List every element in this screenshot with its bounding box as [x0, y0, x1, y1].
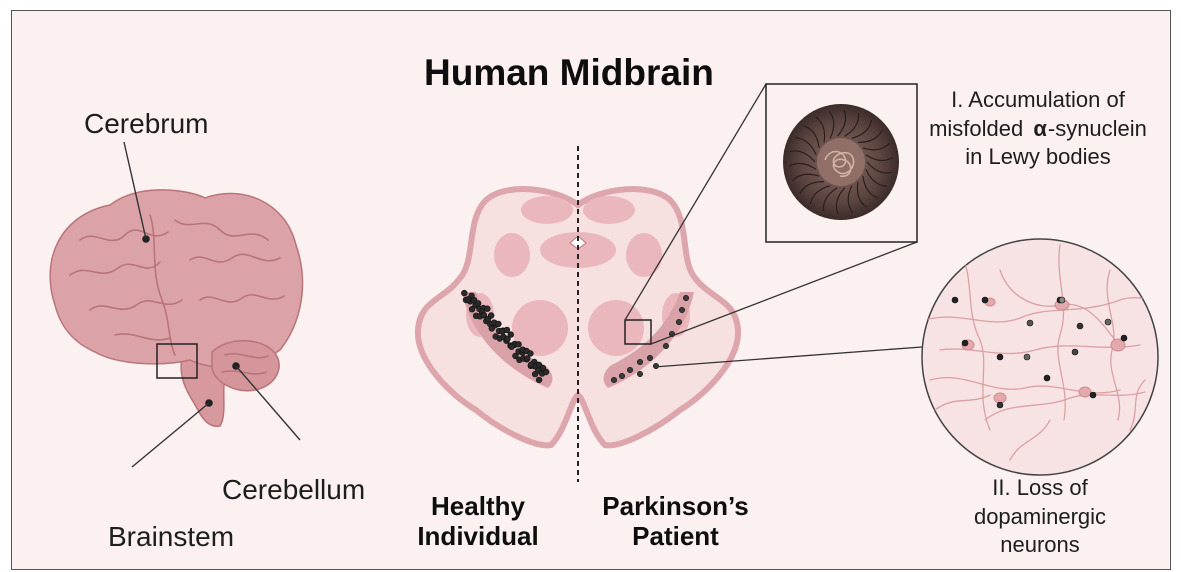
- alpha-synuclein-dot: [1059, 297, 1065, 303]
- alpha-synuclein-dot: [997, 402, 1003, 408]
- patient-label-line-1: Parkinson’s: [588, 492, 763, 522]
- healthy-neuron-dot: [536, 377, 542, 383]
- lewy-body-caption: I. Accumulation of misfolded α-synuclein…: [920, 86, 1156, 172]
- lewy-caption-line-1: I. Accumulation of: [920, 86, 1156, 115]
- midbrain-cross-section: [418, 146, 738, 482]
- alpha-synuclein-dot: [1121, 335, 1127, 341]
- alpha-synuclein-dot: [1090, 392, 1096, 398]
- alpha-synuclein-dot: [982, 297, 988, 303]
- diagram-title: Human Midbrain: [424, 52, 714, 95]
- neuron-loss-caption: II. Loss of dopaminergic neurons: [950, 474, 1130, 560]
- healthy-neuron-dot: [528, 362, 534, 368]
- alpha-synuclein-dot: [952, 297, 958, 303]
- alpha-synuclein-dot: [1077, 323, 1083, 329]
- patient-neuron-dot: [637, 371, 642, 376]
- healthy-label-line-2: Individual: [403, 522, 553, 552]
- alpha-synuclein-dot: [1027, 320, 1033, 326]
- cerebrum: [50, 190, 302, 367]
- alpha-synuclein-dot: [1044, 375, 1050, 381]
- neuron-caption-line-3: neurons: [950, 531, 1130, 560]
- brainstem-label: Brainstem: [108, 521, 234, 553]
- patient-label-line-2: Patient: [588, 522, 763, 552]
- patient-neuron-dot: [637, 359, 642, 364]
- healthy-neuron-dot: [485, 316, 491, 322]
- healthy-neuron-dot: [509, 344, 515, 350]
- patient-neuron-dot: [653, 363, 658, 368]
- alpha-synuclein-dot: [1072, 349, 1078, 355]
- neuron-caption-line-1: II. Loss of: [950, 474, 1130, 503]
- patient-neuron-dot: [647, 355, 652, 360]
- alpha-synuclein-dot: [997, 354, 1003, 360]
- healthy-individual-label: Healthy Individual: [403, 492, 553, 552]
- healthy-neuron-dot: [524, 356, 530, 362]
- neuron-caption-line-2: dopaminergic: [950, 503, 1130, 532]
- healthy-neuron-dot: [505, 336, 511, 342]
- healthy-neuron-dot: [504, 327, 510, 333]
- healthy-neuron-dot: [465, 296, 471, 302]
- cerebrum-label: Cerebrum: [84, 108, 208, 140]
- healthy-neuron-dot: [543, 369, 549, 375]
- patient-neuron-dot: [676, 319, 681, 324]
- patient-neuron-dot: [611, 377, 616, 382]
- healthy-neuron-dot: [461, 290, 467, 296]
- healthy-neuron-dot: [516, 341, 522, 347]
- neuron-inset-circle: [922, 239, 1158, 475]
- lewy-caption-synuclein: -synuclein: [1048, 116, 1147, 141]
- healthy-neuron-dot: [484, 306, 490, 312]
- patient-neuron-dot: [663, 343, 668, 348]
- healthy-neuron-dot: [469, 306, 475, 312]
- alpha-synuclein-dot: [1105, 319, 1111, 325]
- healthy-label-line-1: Healthy: [403, 492, 553, 522]
- patient-neuron-dot: [679, 307, 684, 312]
- patient-neuron-dot: [619, 373, 624, 378]
- alpha-symbol: α: [1029, 116, 1048, 141]
- lewy-caption-line-3: in Lewy bodies: [920, 143, 1156, 172]
- cerebellum: [212, 341, 279, 391]
- healthy-neuron-dot: [496, 321, 502, 327]
- healthy-neuron-dot: [532, 371, 538, 377]
- alpha-synuclein-dot: [1024, 354, 1030, 360]
- parkinsons-patient-label: Parkinson’s Patient: [588, 492, 763, 552]
- lewy-caption-line-2: misfolded α-synuclein: [920, 115, 1156, 144]
- patient-neuron-dot: [683, 295, 688, 300]
- healthy-neuron-dot: [489, 326, 495, 332]
- alpha-synuclein-dot: [962, 340, 968, 346]
- brainstem-leader: [132, 403, 209, 467]
- patient-neuron-dot: [627, 367, 632, 372]
- cerebellum-label: Cerebellum: [222, 474, 365, 506]
- brain-illustration: [50, 142, 302, 467]
- healthy-neuron-dot: [475, 301, 481, 307]
- lewy-caption-misfolded: misfolded: [929, 116, 1023, 141]
